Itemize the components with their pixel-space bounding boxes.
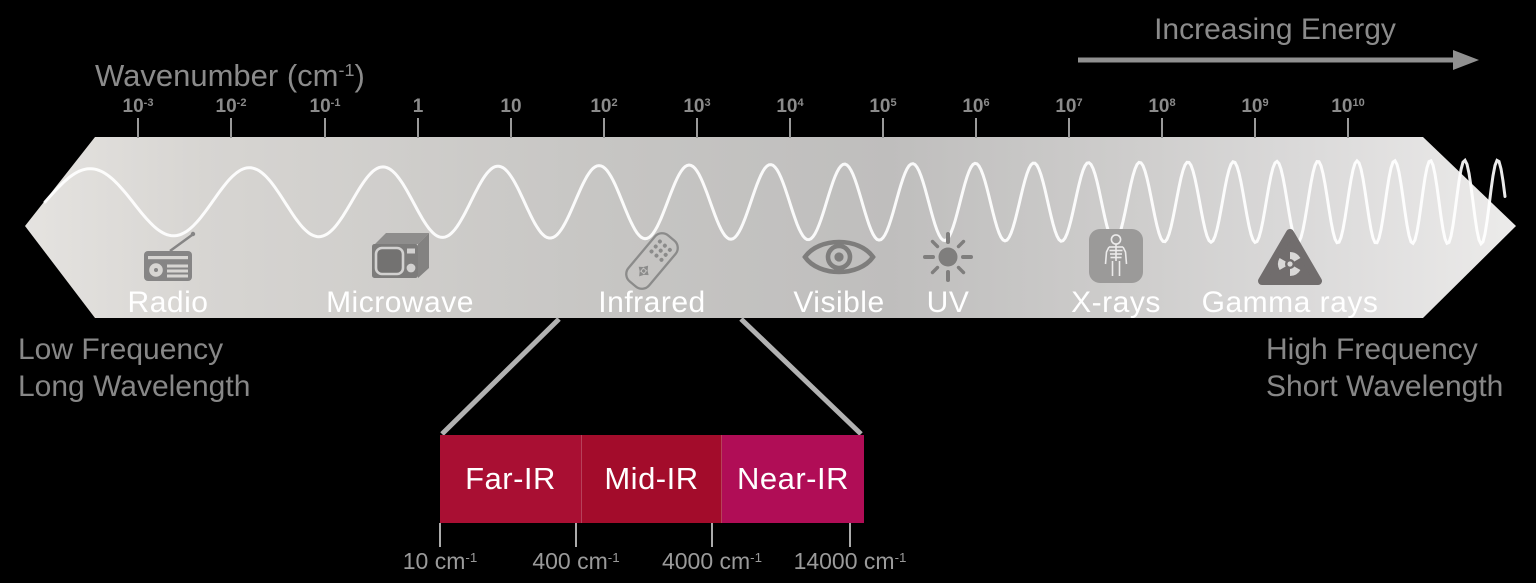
inset-connector-right bbox=[739, 317, 863, 436]
scale-tick-label: 104 bbox=[776, 96, 804, 117]
infrared-remote-icon bbox=[614, 228, 690, 301]
scale-tick-label: 1 bbox=[412, 96, 424, 117]
scale-tick-label: 102 bbox=[590, 96, 618, 117]
inset-tick-marks bbox=[439, 523, 851, 547]
scale-tick-label: 10-2 bbox=[215, 96, 247, 117]
inset-tick-label: 14000 cm-1 bbox=[793, 548, 907, 574]
far-ir-segment: Far-IR bbox=[440, 435, 581, 523]
inset-tick-label: 10 cm-1 bbox=[402, 548, 478, 574]
scale-tick-label: 106 bbox=[962, 96, 990, 117]
visible-eye-icon bbox=[798, 228, 880, 291]
inset-tick-label: 4000 cm-1 bbox=[661, 548, 763, 574]
band-label-gammarays: Gamma rays bbox=[1201, 286, 1379, 319]
microwave-icon bbox=[367, 228, 433, 287]
near-ir-segment: Near-IR bbox=[722, 435, 864, 523]
scale-tick-label: 10-3 bbox=[122, 96, 154, 117]
inset-connector-left bbox=[440, 317, 561, 436]
band-label-visible: Visible bbox=[793, 286, 885, 319]
band-label-xrays: X-rays bbox=[1071, 286, 1161, 319]
low-frequency-caption: Low Frequency Long Wavelength bbox=[18, 333, 251, 403]
band-label-radio: Radio bbox=[127, 286, 209, 319]
band-label-microwave: Microwave bbox=[326, 286, 474, 319]
gamma-radiation-icon bbox=[1257, 228, 1323, 293]
inset-tick-label: 400 cm-1 bbox=[532, 548, 620, 574]
scale-tick-label: 108 bbox=[1148, 96, 1176, 117]
band-label-infrared: Infrared bbox=[598, 286, 706, 319]
wave-line bbox=[43, 157, 1507, 247]
scale-tick-label: 109 bbox=[1241, 96, 1269, 117]
increasing-energy-label: Increasing Energy bbox=[1154, 13, 1396, 46]
radio-icon bbox=[136, 228, 200, 291]
wavenumber-axis-title: Wavenumber (cm-1) bbox=[95, 58, 365, 93]
energy-arrow-head bbox=[1453, 50, 1479, 70]
scale-tick-label: 1010 bbox=[1331, 96, 1365, 117]
scale-tick-label: 105 bbox=[869, 96, 897, 117]
scale-tick-label: 10-1 bbox=[309, 96, 341, 117]
scale-tick-label: 103 bbox=[683, 96, 711, 117]
high-frequency-caption: High Frequency Short Wavelength bbox=[1266, 333, 1504, 403]
uv-sun-icon bbox=[919, 228, 977, 291]
band-label-uv: UV bbox=[926, 286, 970, 319]
xray-skeleton-icon bbox=[1088, 228, 1144, 289]
scale-tick-label: 10 bbox=[500, 96, 522, 117]
scale-tick-marks bbox=[137, 118, 1349, 138]
scale-tick-label: 107 bbox=[1055, 96, 1083, 117]
mid-ir-segment: Mid-IR bbox=[581, 435, 722, 523]
